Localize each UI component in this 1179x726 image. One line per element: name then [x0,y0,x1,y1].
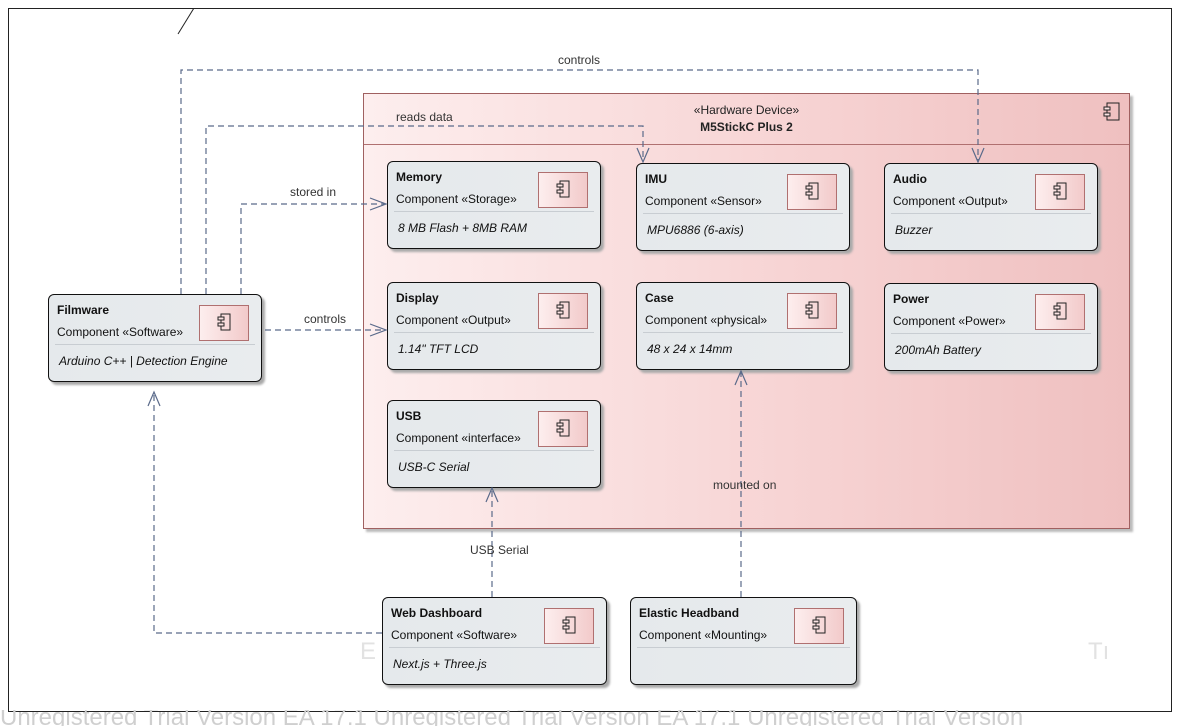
component-name: Display [396,291,439,305]
component-attribute: 1.14" TFT LCD [398,342,479,356]
component-attribute: 200mAh Battery [895,343,982,357]
compartment-divider [394,450,594,451]
frame-tab [177,8,195,35]
label-controls-display: controls [304,312,347,326]
component-icon [538,293,588,329]
component-attribute: Next.js + Three.js [393,657,487,671]
component-icon [538,411,588,447]
component-icon [1035,294,1085,330]
component-name: USB [396,409,422,423]
compartment-divider [891,333,1091,334]
component-stereotype: Component «interface» [396,431,521,445]
component-icon [538,172,588,208]
label-reads-data: reads data [396,110,453,124]
component-firmware[interactable]: Filmware Component «Software» Arduino C+… [48,294,262,382]
component-stereotype: Component «Output» [396,313,511,327]
component-name: IMU [645,172,667,186]
label-controls-audio: controls [558,53,601,67]
compartment-divider [643,213,843,214]
watermark-fragment-left: E [360,638,377,665]
component-stereotype: Component «Software» [57,325,184,339]
component-icon [787,293,837,329]
component-attribute: 48 x 24 x 14mm [647,342,733,356]
label-mounted-on: mounted on [713,478,777,492]
component-name: Elastic Headband [639,606,740,620]
device-name: M5StickC Plus 2 [700,120,793,134]
component-case[interactable]: Case Component «physical» 48 x 24 x 14mm [636,282,850,370]
component-display[interactable]: Display Component «Output» 1.14" TFT LCD [387,282,601,370]
component-icon [1103,102,1120,121]
component-name: Case [645,291,674,305]
component-icon [794,608,844,644]
component-memory[interactable]: Memory Component «Storage» 8 MB Flash + … [387,161,601,249]
compartment-divider [394,332,594,333]
component-name: Memory [396,170,443,184]
component-attribute: USB-C Serial [398,460,470,474]
component-name: Audio [893,172,927,186]
component-stereotype: Component «Storage» [396,192,517,206]
component-attribute: MPU6886 (6-axis) [647,223,744,237]
component-icon [544,608,594,644]
compartment-divider [643,332,843,333]
component-web-dashboard[interactable]: Web Dashboard Component «Software» Next.… [382,597,607,685]
component-power[interactable]: Power Component «Power» 200mAh Battery [884,283,1098,371]
component-attribute: 8 MB Flash + 8MB RAM [398,221,528,235]
watermark-footer: Unregistered Trial Version EA 17.1 Unreg… [0,710,1024,726]
component-icon [787,174,837,210]
watermark-fragment-right: Tı [1088,638,1110,665]
component-icon [199,305,249,341]
component-stereotype: Component «Output» [893,194,1008,208]
component-icon [1035,174,1085,210]
compartment-divider [55,344,255,345]
label-usb-serial: USB Serial [470,543,529,557]
component-imu[interactable]: IMU Component «Sensor» MPU6886 (6-axis) [636,163,850,251]
compartment-divider [389,647,600,648]
component-stereotype: Component «physical» [645,313,768,327]
component-stereotype: Component «Power» [893,314,1006,328]
component-stereotype: Component «Mounting» [639,628,768,642]
component-attribute: Arduino C++ | Detection Engine [59,354,228,368]
component-name: Filmware [57,303,110,317]
component-usb[interactable]: USB Component «interface» USB-C Serial [387,400,601,488]
device-stereotype: «Hardware Device» [693,103,800,117]
component-audio[interactable]: Audio Component «Output» Buzzer [884,163,1098,251]
component-name: Power [893,292,930,306]
device-header: «Hardware Device» M5StickC Plus 2 [364,94,1129,145]
compartment-divider [394,211,594,212]
compartment-divider [637,647,850,648]
compartment-divider [891,213,1091,214]
component-stereotype: Component «Sensor» [645,194,762,208]
component-elastic-headband[interactable]: Elastic Headband Component «Mounting» [630,597,857,685]
label-stored-in: stored in [290,185,337,199]
component-stereotype: Component «Software» [391,628,518,642]
component-name: Web Dashboard [391,606,483,620]
component-attribute: Buzzer [895,223,933,237]
